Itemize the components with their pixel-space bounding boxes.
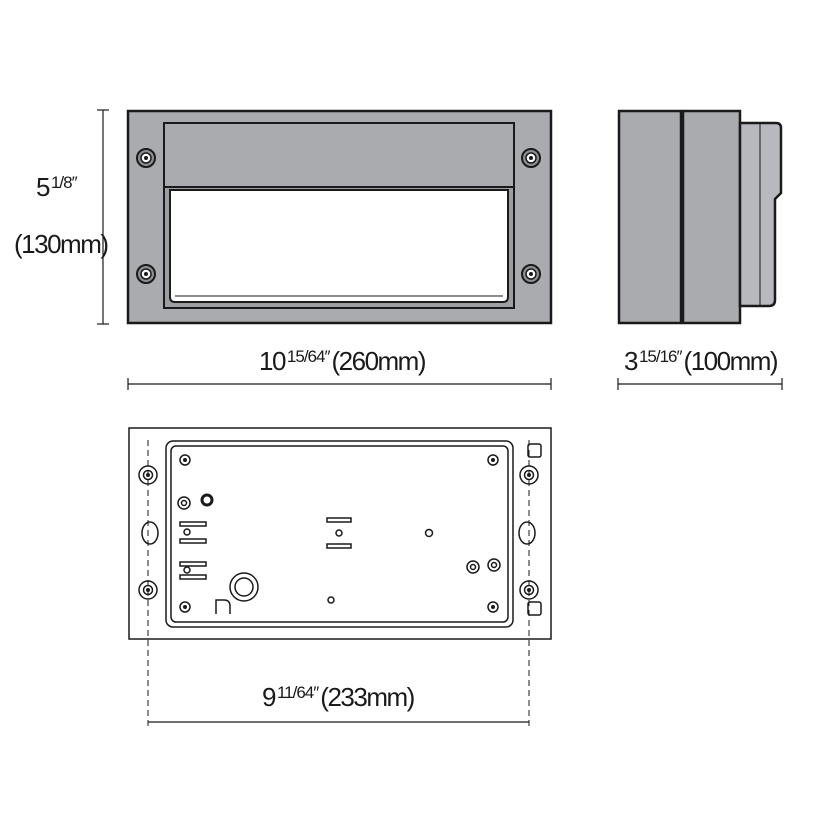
rear-box-inner	[170, 445, 509, 623]
front-screw-top-left	[136, 148, 156, 168]
svg-text:315/16″(100mm): 315/16″(100mm)	[624, 346, 778, 376]
front-screw-bottom-left	[136, 264, 156, 284]
side-body-front	[617, 109, 683, 325]
width-fraction: 15/64″	[287, 347, 331, 366]
rear-outline	[128, 427, 552, 640]
side-view	[617, 109, 783, 325]
front-view	[126, 109, 553, 325]
front-lens	[169, 189, 509, 303]
rear-box-outer	[165, 440, 514, 628]
mount-slot-left	[141, 521, 159, 545]
depth-metric: (100mm)	[684, 346, 778, 376]
front-screw-bottom-right	[521, 264, 541, 284]
mounting-fraction: 11/64″	[277, 683, 319, 702]
cable-gland	[229, 572, 259, 602]
height-metric: (130mm)	[14, 229, 108, 259]
center-mark	[326, 517, 352, 549]
depth-fraction: 15/16″	[639, 347, 683, 366]
svg-text:51/8″: 51/8″	[36, 172, 78, 202]
mounting-whole: 9	[262, 682, 276, 712]
side-body-rear	[681, 109, 742, 325]
corner-tab-bottom-right	[527, 601, 542, 616]
mounting-metric: (233mm)	[320, 682, 414, 712]
rear-view	[128, 427, 552, 726]
front-visor	[163, 122, 515, 188]
cable-notch	[215, 599, 231, 614]
mount-slot-right	[518, 521, 536, 545]
front-screw-top-right	[521, 148, 541, 168]
height-whole: 5	[36, 172, 50, 202]
depth-whole: 3	[624, 346, 638, 376]
height-fraction: 1/8″	[51, 173, 78, 192]
corner-tab-top-right	[527, 443, 542, 458]
width-metric: (260mm)	[331, 346, 425, 376]
terminal-block	[177, 493, 214, 580]
width-whole: 10	[259, 346, 286, 376]
svg-text:911/64″(233mm): 911/64″(233mm)	[262, 682, 415, 712]
